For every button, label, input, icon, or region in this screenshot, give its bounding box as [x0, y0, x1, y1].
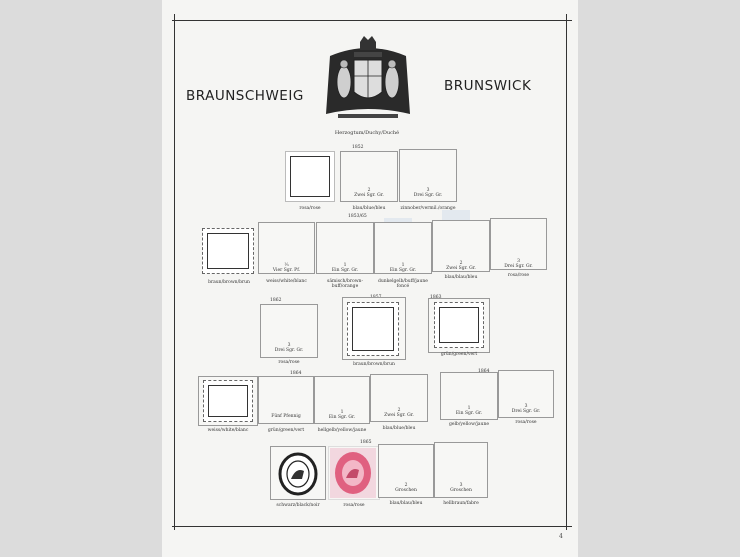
stamp-color-label: blau/blue/bleu — [382, 426, 416, 431]
stamp-color-label: rosa/rose — [343, 503, 365, 508]
stamp-color-label: hellgelb/yellow/jaune — [317, 428, 367, 433]
stamp-1864 — [203, 380, 253, 422]
page-number: 4 — [559, 533, 563, 540]
stamp-color-label: rosa/rose — [299, 206, 321, 211]
stamp-color-label: braun/brown/brun — [353, 362, 395, 367]
stamp-value: 2 Zwei Sgr. Gr. — [384, 408, 414, 418]
year-label: 1865 — [360, 440, 372, 445]
stamp-color-label: dunkelgelb/buff/jaune foncé — [378, 279, 428, 289]
album-space: 1 Ein Sgr. Gr. — [440, 372, 498, 420]
stamp-color-label: rosa/rose — [515, 420, 537, 425]
album-space: Fünf Pfennig — [258, 376, 314, 424]
frame-right-line — [566, 14, 567, 530]
album-space: 2 Zwei Sgr. Gr. — [370, 374, 428, 422]
year-label: 1863 — [430, 295, 441, 300]
year-label: 1862 — [270, 298, 282, 303]
frame-left-line — [174, 14, 175, 530]
stamp-color-label: schwarz/black/noir — [276, 503, 320, 508]
coat-of-arms-icon — [326, 36, 410, 118]
year-label: 1864 — [478, 369, 489, 374]
stamp-value: 2 Zwei Sgr. Gr. — [354, 188, 384, 198]
album-space: 2 Zwei Sgr. Gr. — [432, 220, 490, 272]
frame-bottom-line — [172, 526, 572, 527]
stamp-1865-black — [278, 452, 318, 496]
stamp-1865-pink — [330, 448, 376, 498]
stamp-color-label: grün/green/vert — [440, 352, 478, 357]
right-country-title: BRUNSWICK — [444, 78, 532, 94]
album-space: 2 Zwei Sgr. Gr. — [340, 151, 398, 202]
stamp-color-label: blau/blau/bleu — [444, 275, 478, 280]
stamp-value: 3 Drei Sgr. Gr. — [413, 188, 443, 198]
page-subtitle: Herzogtum/Duchy/Duché — [334, 130, 400, 136]
album-space: 3 Drei Sgr. Gr. — [399, 149, 457, 202]
album-space — [285, 151, 335, 202]
album-space: 3 Drei Sgr. Gr. — [260, 304, 318, 358]
year-label: 1864 — [290, 371, 302, 376]
album-space: 1 Ein Sgr. Gr. — [314, 376, 370, 424]
stamp-color-label: braun/brown/brun — [208, 280, 250, 285]
stamp-color-label: rosa/rose — [278, 360, 300, 365]
album-space: 3 Drei Sgr. Gr. — [498, 370, 554, 418]
stamp-1863 — [434, 302, 484, 348]
stamp-value: 1 Ein Sgr. Gr. — [455, 406, 483, 416]
stamp-value: 3 Groschen — [450, 483, 472, 493]
stamp-value: 3 Drei Sgr. Gr. — [274, 343, 304, 353]
stamp-color-label: grün/green/vert — [267, 428, 305, 433]
stamp-value: 1 Ein Sgr. Gr. — [389, 263, 417, 273]
stamp-color-label: blau/blue/bleu — [352, 206, 386, 211]
year-label: 1852 — [352, 145, 364, 150]
stamp-value: Fünf Pfennig — [271, 414, 301, 419]
album-space: 1 Ein Sgr. Gr. — [316, 222, 374, 274]
stamp-value: 3 Drei Sgr. Gr. — [511, 404, 541, 414]
left-country-title: BRAUNSCHWEIG — [186, 88, 304, 104]
stamp-color-label: gelb/yellow/jaune — [448, 422, 490, 427]
album-space: 2 Groschen — [378, 444, 434, 498]
stamp-value: 1 Ein Sgr. Gr. — [331, 263, 359, 273]
stamp-value: 2 Groschen — [395, 483, 417, 493]
album-space: 1 Ein Sgr. Gr. — [374, 222, 432, 274]
stamp-1857-block — [347, 302, 399, 356]
stamp-color-label: weiss/white/blanc — [207, 428, 249, 433]
stamp-value: 2 Zwei Sgr. Gr. — [446, 261, 476, 271]
stamp-color-label: weiss/white/blanc — [266, 279, 307, 284]
stamp-color-label: hellbraun/fabre — [443, 501, 479, 506]
album-space: 3 Drei Sgr. Gr. — [490, 218, 547, 270]
stamp-color-label: rosa/rose — [507, 273, 530, 278]
album-page: BRAUNSCHWEIG BRUNSWICK Herzogtum/Duchy/D… — [162, 0, 578, 557]
frame-top-line — [172, 20, 572, 21]
stamp-1853 — [202, 228, 254, 274]
stamp-color-label: sämisch/brown-buff/orange — [327, 279, 363, 289]
album-space: ⅓ Vier Sgr. Pf. — [258, 222, 315, 274]
stamp-value: 1 Ein Sgr. Gr. — [328, 410, 356, 420]
album-space: 3 Groschen — [434, 442, 488, 498]
stamp-value: 3 Drei Sgr. Gr. — [504, 259, 533, 269]
stamp-color-label: zinnober/vermil./orange — [400, 206, 456, 211]
year-label: 1853/65 — [348, 214, 367, 219]
stamp-value: ⅓ Vier Sgr. Pf. — [272, 263, 301, 273]
stamp-color-label: blau/blau/bleu — [389, 501, 423, 506]
